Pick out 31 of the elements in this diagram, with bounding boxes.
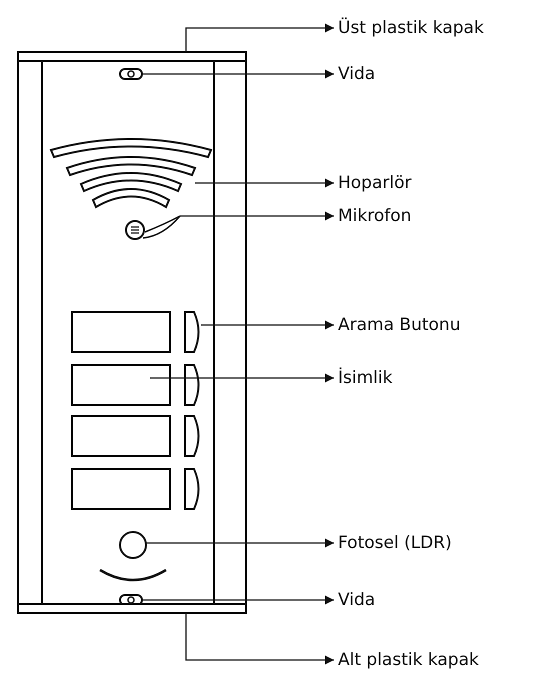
name-plate	[71, 468, 171, 510]
call-button	[184, 311, 200, 353]
part-label: İsimlik	[338, 367, 392, 389]
leader-line	[201, 320, 334, 330]
name-plate	[71, 364, 171, 406]
name-plate	[71, 415, 171, 457]
leader-line	[142, 596, 334, 604]
microphone	[125, 215, 181, 240]
call-button	[184, 364, 200, 406]
leader-line	[146, 538, 334, 548]
part-label: Vida	[338, 589, 376, 611]
name-plate	[71, 311, 171, 353]
leader-line	[195, 178, 334, 188]
part-label: Üst plastik kapak	[338, 17, 484, 39]
leader-line	[150, 374, 334, 382]
part-label: Alt plastik kapak	[338, 649, 479, 671]
screw	[119, 68, 143, 80]
part-label: Fotosel (LDR)	[338, 532, 452, 554]
part-label: Vida	[338, 63, 376, 85]
leader-line	[142, 70, 334, 78]
part-label: Hoparlör	[338, 172, 412, 194]
part-label: Mikrofon	[338, 205, 412, 227]
leader-line	[185, 613, 334, 664]
top-cap	[17, 51, 247, 62]
leader-line	[185, 24, 334, 52]
leader-line	[180, 212, 334, 220]
part-label: Arama Butonu	[338, 314, 460, 336]
speaker-grille	[50, 138, 212, 208]
call-button	[184, 415, 200, 457]
bottom-cap	[17, 603, 247, 614]
call-button	[184, 468, 200, 510]
